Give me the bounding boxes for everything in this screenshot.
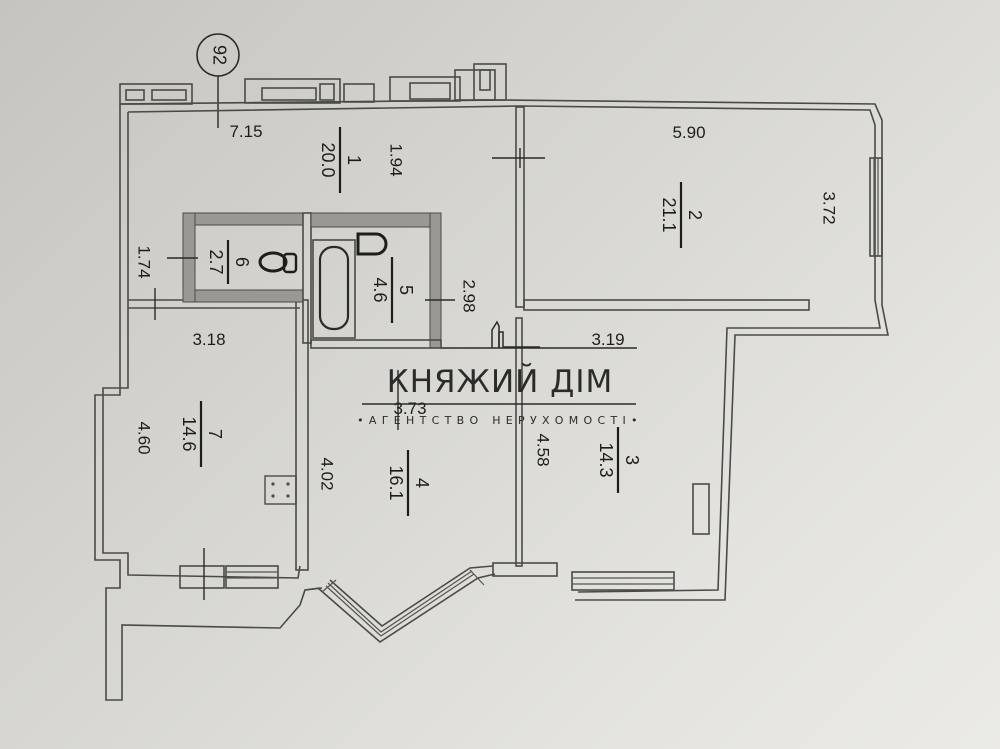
room-5-number: 5 [396,285,416,295]
room-1-area: 20.0 [318,142,338,177]
room-4-dim-depth: 4.02 [318,457,337,490]
room-2: 5.90 2 21.1 3.72 [659,123,839,248]
room-3-area: 14.3 [596,442,616,477]
room-7: 3.18 7 14.6 4.60 [135,330,226,467]
room-3: 3.19 3 14.3 4.58 [534,330,642,493]
outer-walls [94,99,889,701]
room-1: 7.15 1 20.0 1.94 [229,122,406,193]
sink-icon [356,232,388,256]
room-1-dim-width: 7.15 [229,122,262,141]
room-6-dim: 1.74 [135,245,154,278]
room-1-dim-depth: 1.94 [387,143,406,176]
room-6: 6 2.7 1.74 [135,240,252,284]
bathroom-block [154,212,455,349]
room-2-dim-depth: 3.72 [820,191,839,224]
watermark-subtitle: •АГЕНТСТВО НЕРУХОМОСТІ• [357,414,643,427]
room-3-dim-depth: 4.58 [534,433,553,466]
room-2-dim-width: 5.90 [672,123,705,142]
room-7-dim-depth: 4.60 [135,421,154,454]
bay-window [304,565,496,644]
room-2-area: 21.1 [659,197,679,232]
room-5: 5 4.6 2.98 [370,257,479,323]
room-7-area: 14.6 [179,416,199,451]
toilet-icon [258,251,298,274]
room-7-number: 7 [205,429,225,439]
room-4-area: 16.1 [386,465,406,500]
room-1-number: 1 [344,155,364,165]
interior-walls [128,106,810,600]
watermark-title: КНЯЖИЙ ДІМ [387,364,614,400]
room-3-number: 3 [622,455,642,465]
room-7-dim-width: 3.18 [192,330,225,349]
room-2-number: 2 [685,210,705,220]
building-logo-icon [491,320,540,348]
top-facade [119,63,507,105]
bathtub [312,239,356,339]
stove-icon [264,475,297,505]
window-room-2 [869,157,883,257]
unit-marker: 92 [196,33,240,128]
room-3-dim-width: 3.19 [591,330,624,349]
room-4-number: 4 [412,478,432,488]
room-6-area: 2.7 [206,249,226,274]
room-4: 3.73 4 16.1 4.02 [318,399,432,516]
room-5-dim: 2.98 [460,279,479,312]
room-6-number: 6 [232,257,252,267]
watermark: КНЯЖИЙ ДІМ •АГЕНТСТВО НЕРУХОМОСТІ• [357,320,643,427]
room-5-area: 4.6 [370,277,390,302]
unit-marker-label: 92 [209,45,229,65]
